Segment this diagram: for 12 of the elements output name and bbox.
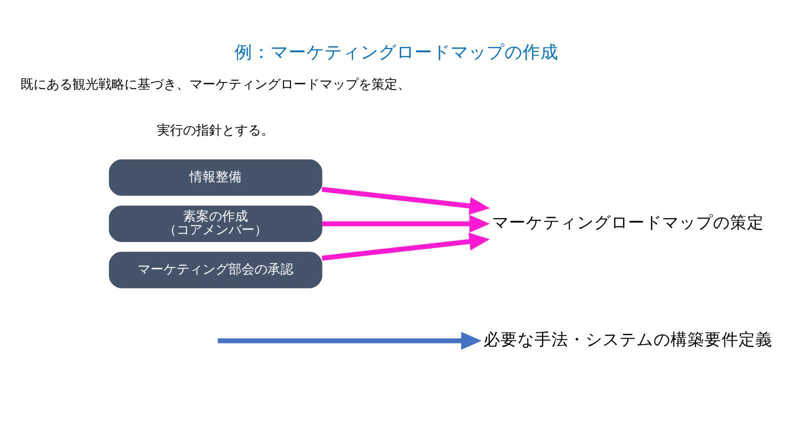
node-text: 必要な手法・システムの構築要件定義 [484, 330, 773, 349]
diagram-title: 例：マーケティングロードマップの作成 [234, 43, 558, 64]
label: 既にある観光戦略に基づき、マーケティングロードマップを策定、 [20, 78, 411, 93]
label: 実行の指針とする。 [157, 124, 274, 139]
node-box: マーケティング部会の承認 [108, 252, 322, 288]
arrow [322, 186, 490, 215]
node-box: 情報整備 [108, 159, 322, 196]
arrow [322, 214, 490, 233]
node-text: マーケティングロードマップの策定 [492, 212, 764, 232]
arrow [218, 332, 482, 350]
arrow [322, 232, 490, 261]
node-box: 素案の作成 （コアメンバー） [108, 206, 322, 242]
